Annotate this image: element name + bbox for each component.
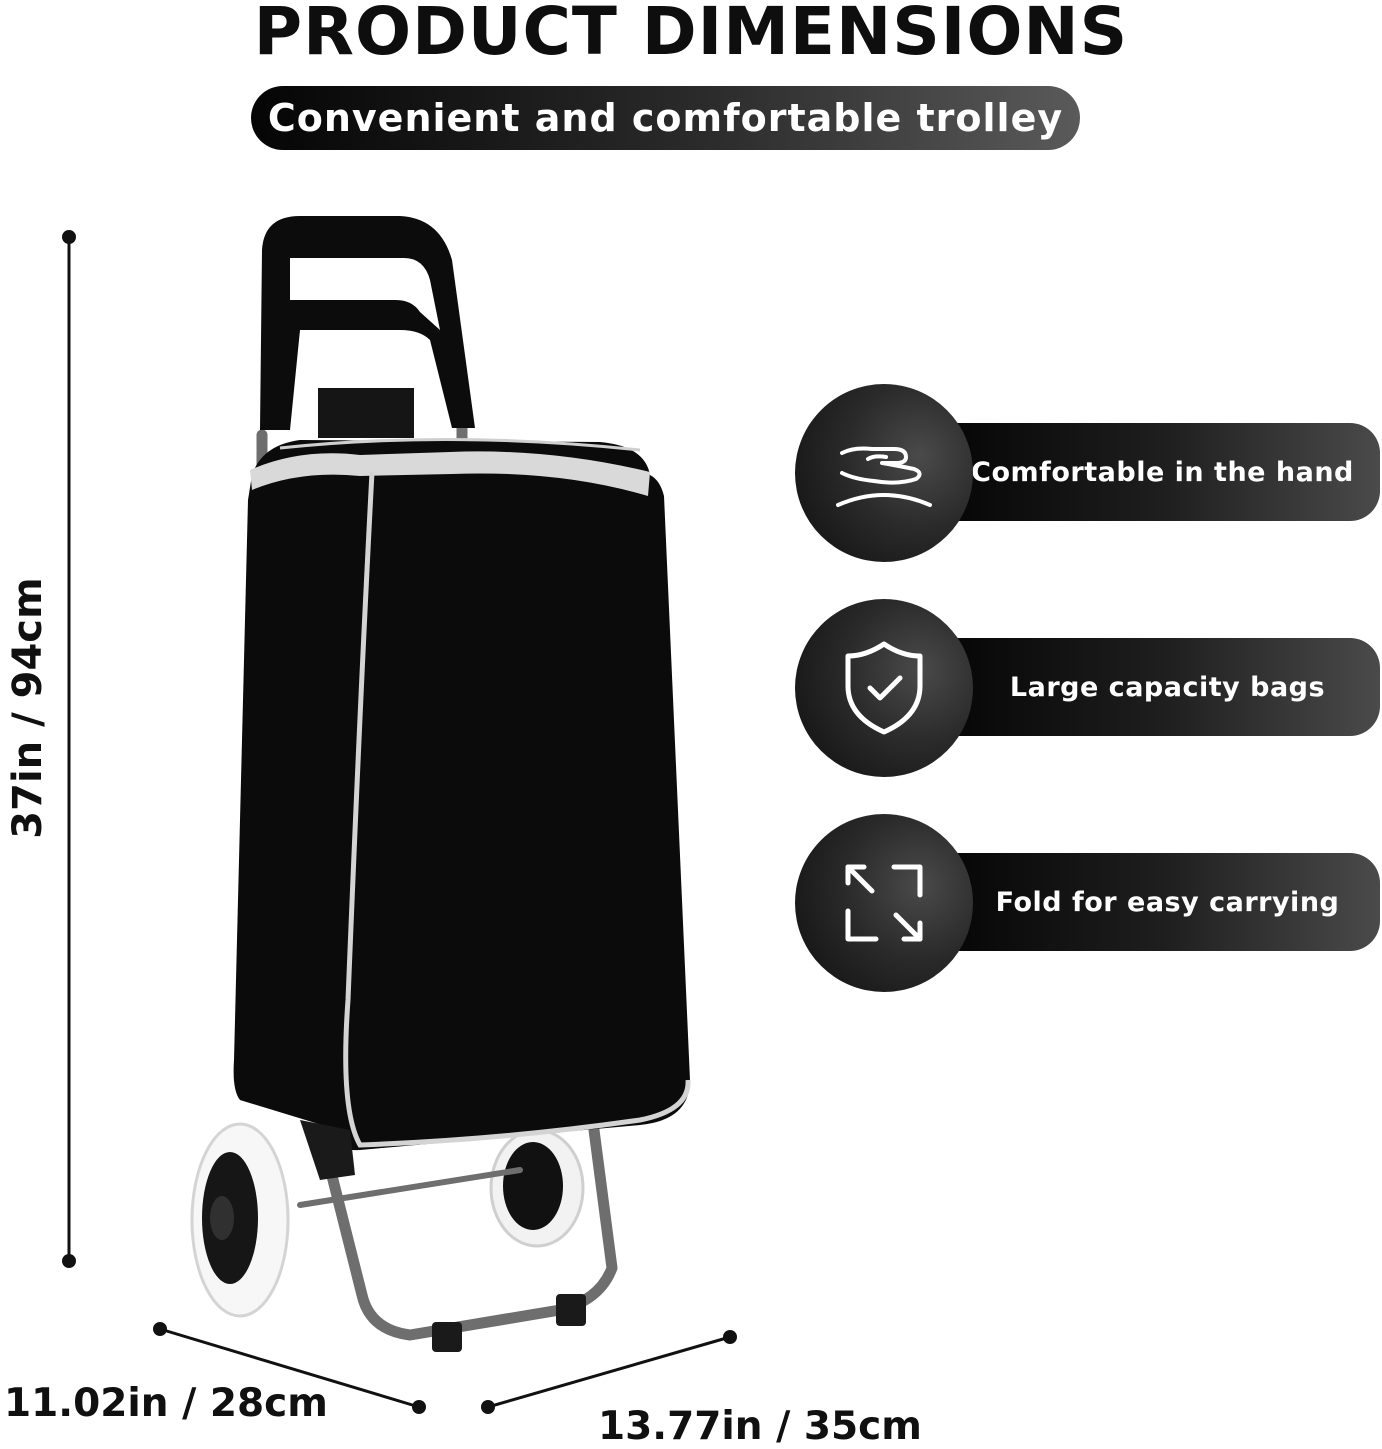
feature-bar: Large capacity bags — [895, 638, 1380, 736]
wheel-bracket — [300, 1120, 355, 1180]
subtitle-text: Convenient and comfortable trolley — [267, 96, 1064, 140]
subtitle-banner: Convenient and comfortable trolley — [251, 86, 1080, 150]
front-wheel — [190, 1122, 290, 1318]
feature-label: Fold for easy carrying — [995, 886, 1340, 918]
feature-comfortable-hand: Comfortable in the hand — [795, 384, 1382, 562]
feature-large-capacity: Large capacity bags — [795, 599, 1382, 777]
page-title: PRODUCT DIMENSIONS — [253, 0, 1129, 70]
shopping-trolley-image — [190, 216, 691, 1352]
feature-bar: Comfortable in the hand — [895, 423, 1380, 521]
height-dimension-line — [62, 230, 76, 1268]
feature-label: Comfortable in the hand — [971, 456, 1354, 488]
depth-dimension-line — [153, 1322, 426, 1414]
feature-icon-circle — [795, 599, 973, 777]
feature-icon-circle — [795, 384, 973, 562]
frame-foot-left — [432, 1322, 462, 1352]
feature-label: Large capacity bags — [1009, 671, 1326, 703]
rear-wheel — [489, 1128, 585, 1248]
shield-check-icon — [845, 641, 923, 735]
expand-arrows-icon — [845, 864, 923, 942]
depth-label: 11.02in / 28cm — [4, 1381, 328, 1426]
feature-fold-carrying: Fold for easy carrying — [795, 814, 1382, 992]
bag — [233, 437, 691, 1151]
hand-icon — [836, 446, 932, 507]
width-label: 13.77in / 35cm — [598, 1404, 922, 1449]
feature-bar: Fold for easy carrying — [895, 853, 1380, 951]
handle — [260, 216, 475, 438]
width-dimension-line — [481, 1330, 737, 1414]
frame-foot-right — [556, 1294, 586, 1326]
feature-icon-circle — [795, 814, 973, 992]
